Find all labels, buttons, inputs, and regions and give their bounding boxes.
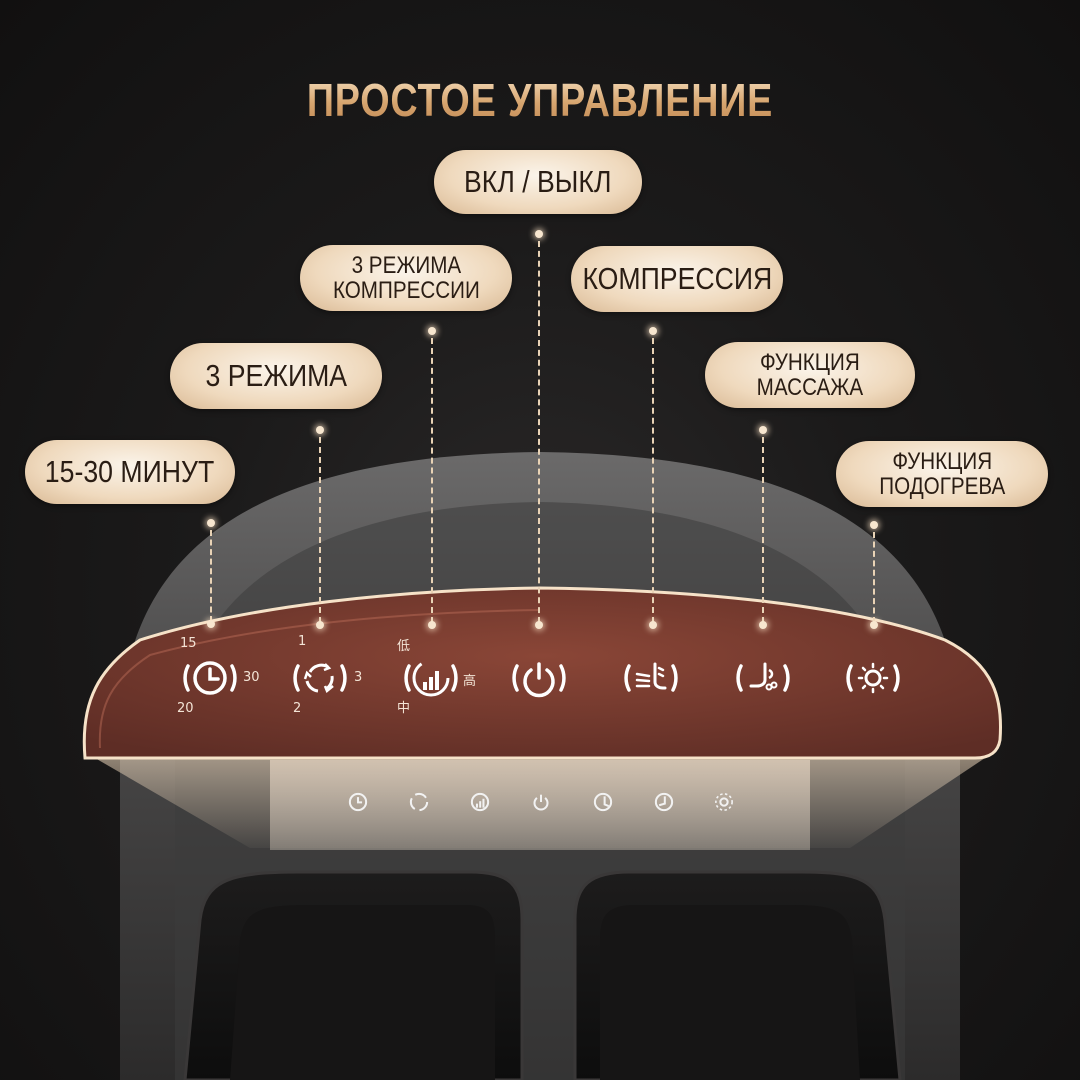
mini-compression-icon <box>590 789 616 815</box>
clock-icon <box>183 661 237 695</box>
leader-line-compression-modes <box>431 338 433 623</box>
mode-button[interactable] <box>288 646 352 710</box>
cycle-icon <box>293 663 347 694</box>
mode-label-3: 3 <box>354 670 363 685</box>
leader-line-massage <box>762 437 764 623</box>
callout-heating: ФУНКЦИЯ ПОДОГРЕВА <box>836 441 1048 507</box>
power-icon <box>512 662 566 698</box>
timer-label-15: 15 <box>180 636 197 651</box>
callout-compression: КОМПРЕССИЯ <box>571 246 783 312</box>
callout-modes: 3 РЕЖИМА <box>170 343 382 409</box>
leader-end-modes <box>316 621 324 629</box>
leader-end-compression-modes <box>428 621 436 629</box>
leader-line-compression <box>652 338 654 623</box>
leader-line-modes <box>319 437 321 623</box>
intensity-label-mid: 中 <box>397 701 411 716</box>
leader-end-massage <box>759 621 767 629</box>
callout-massage: ФУНКЦИЯ МАССАЖА <box>705 342 915 408</box>
callout-timer: 15-30 МИНУТ <box>25 440 235 504</box>
signal-bars-icon <box>404 659 458 697</box>
leader-line-power <box>538 241 540 623</box>
leader-dot-massage <box>759 426 767 434</box>
callout-power: ВКЛ / ВЫКЛ <box>434 150 642 214</box>
leader-end-heating <box>870 621 878 629</box>
leader-end-compression <box>649 621 657 629</box>
callout-massage-label: ФУНКЦИЯ МАССАЖА <box>756 348 864 401</box>
leader-dot-compression-modes <box>428 327 436 335</box>
power-button[interactable] <box>507 646 571 710</box>
sun-icon <box>846 662 900 694</box>
callout-heating-label: ФУНКЦИЯ ПОДОГРЕВА <box>878 447 1006 500</box>
intensity-label-high: 高 <box>463 674 477 689</box>
callout-modes-label: 3 РЕЖИМА <box>205 357 347 393</box>
compression-button[interactable] <box>619 646 683 710</box>
mini-sun-icon <box>711 789 737 815</box>
leader-line-timer <box>210 530 212 622</box>
timer-button[interactable] <box>178 646 242 710</box>
leader-dot-compression <box>649 327 657 335</box>
page-title: ПРОСТОЕ УПРАВЛЕНИЕ <box>97 73 983 127</box>
callout-compression-label: КОМПРЕССИЯ <box>582 260 772 296</box>
intensity-label-low: 低 <box>397 639 411 654</box>
heating-button[interactable] <box>841 646 905 710</box>
massage-button[interactable] <box>731 646 795 710</box>
leader-line-heating <box>873 532 875 623</box>
mini-massage-icon <box>651 789 677 815</box>
intensity-button[interactable] <box>399 646 463 710</box>
callout-compression-modes-label: 3 РЕЖИМА КОМПРЕССИИ <box>332 251 480 304</box>
timer-label-20: 20 <box>177 701 194 716</box>
timer-label-30: 30 <box>243 670 260 685</box>
mini-clock-icon <box>345 789 371 815</box>
mode-label-2: 2 <box>293 701 302 716</box>
mini-power-icon <box>528 789 554 815</box>
mini-signal-bars-icon <box>467 789 493 815</box>
mode-label-1: 1 <box>298 634 307 649</box>
callout-timer-label: 15-30 МИНУТ <box>45 453 215 489</box>
callout-compression-modes: 3 РЕЖИМА КОМПРЕССИИ <box>300 245 512 311</box>
leader-dot-heating <box>870 521 878 529</box>
massage-icon <box>736 662 790 692</box>
compression-icon <box>624 662 678 692</box>
leader-end-power <box>535 621 543 629</box>
leader-dot-timer <box>207 519 215 527</box>
leader-end-timer <box>207 620 215 628</box>
leader-dot-power <box>535 230 543 238</box>
leader-dot-modes <box>316 426 324 434</box>
mini-cycle-icon <box>406 789 432 815</box>
callout-power-label: ВКЛ / ВЫКЛ <box>464 163 612 199</box>
